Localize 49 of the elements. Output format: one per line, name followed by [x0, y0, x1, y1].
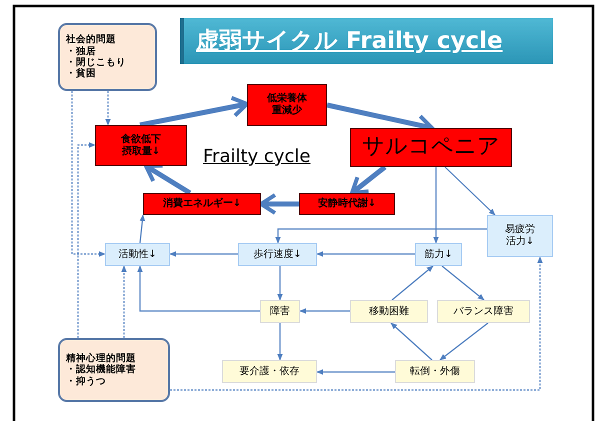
thick-arrow [144, 164, 192, 196]
status-box: 易疲労活力↓ [487, 215, 553, 257]
arrow [275, 228, 487, 244]
arrow [277, 323, 283, 360]
outcome-box: バランス障害 [437, 300, 530, 323]
status-box: 活動性↓ [105, 243, 170, 266]
list-item: ・認知機能障害 [66, 364, 136, 376]
outcome-box: 移動困難 [350, 300, 428, 323]
factor-box [58, 338, 170, 402]
cycle-label: Frailty cycle [203, 146, 310, 167]
arrow [444, 166, 496, 216]
arrow [316, 369, 395, 375]
box-heading: 精神心理的問題 [66, 352, 136, 364]
arrow [139, 214, 146, 244]
thick-arrow [350, 165, 387, 195]
list-item: ・抑うつ [66, 376, 106, 388]
thick-arrow [259, 193, 299, 215]
problem-box: 消費エネルギー↓ [143, 193, 261, 215]
box-heading: 社会的問題 [66, 34, 116, 46]
arrow [71, 91, 106, 257]
status-box: 歩行速度↓ [238, 243, 317, 266]
arrow [442, 266, 484, 300]
list-item: ・閉じこもり [66, 57, 126, 68]
arrow [77, 142, 96, 338]
problem-box: サルコペニア [350, 128, 512, 167]
arrow [121, 266, 127, 338]
arrow [277, 266, 283, 300]
arrow [316, 251, 415, 257]
problem-box: 低栄養体重減少 [247, 84, 327, 126]
list-item: ・独居 [66, 46, 96, 57]
arrow [300, 308, 350, 314]
title-banner: 虚弱サイクル Frailty cycle [180, 18, 553, 64]
thick-arrow [140, 96, 249, 128]
arrow [390, 322, 432, 360]
arrow [105, 91, 111, 126]
problem-box: 安静時代謝↓ [299, 193, 395, 215]
arrow [137, 266, 260, 312]
arrow [170, 251, 238, 257]
arrow [440, 322, 488, 360]
arrow [392, 266, 434, 300]
outcome-box: 要介護・依存 [222, 360, 317, 383]
status-box: 筋力↓ [415, 243, 462, 266]
outcome-box: 障害 [260, 300, 300, 323]
factor-box [58, 23, 157, 91]
problem-box: 食欲低下摂取量↓ [95, 125, 187, 166]
arrow [433, 167, 439, 244]
arrow [170, 256, 543, 391]
outcome-box: 転倒・外傷 [395, 360, 475, 383]
list-item: ・貧困 [66, 68, 96, 80]
